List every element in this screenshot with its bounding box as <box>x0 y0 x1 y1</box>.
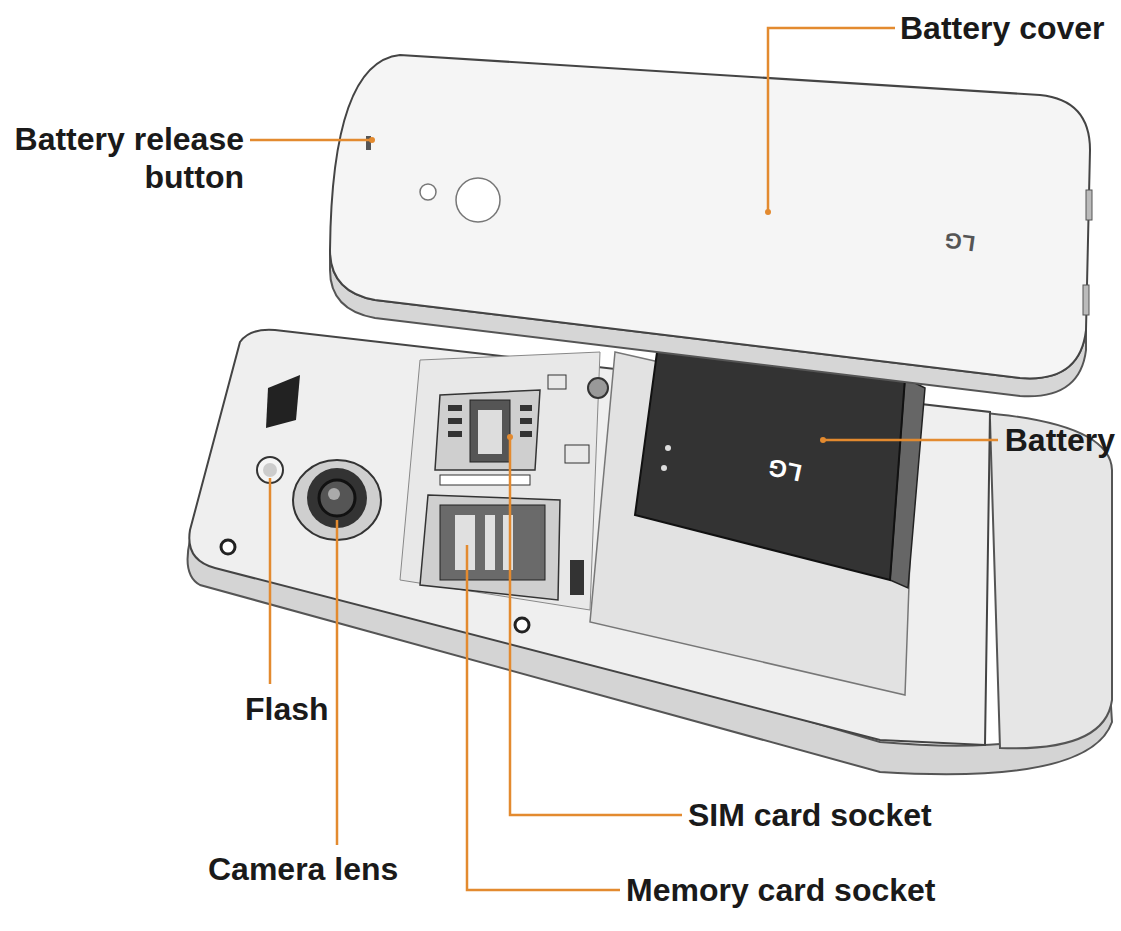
logo-text: LG <box>753 449 818 490</box>
part-label: Battery release button <box>4 120 244 197</box>
leader-lines <box>250 28 998 890</box>
leader-line <box>467 545 620 890</box>
leader-line <box>269 478 272 684</box>
part-label: Memory card socket <box>626 871 956 909</box>
screw <box>515 618 529 632</box>
plate <box>400 352 600 610</box>
part-label: SIM card socket <box>688 796 958 834</box>
logo-text: LG <box>928 224 991 258</box>
screw <box>221 540 235 554</box>
battery-cover <box>330 55 1092 396</box>
leader-line <box>823 439 998 442</box>
leader-line <box>768 28 895 212</box>
part-label: Flash <box>245 690 365 728</box>
leader-line <box>250 139 372 142</box>
leader-line <box>336 520 339 845</box>
part-label: Battery cover <box>900 9 1115 47</box>
sim-socket <box>435 375 608 485</box>
part-label: Camera lens <box>208 850 428 888</box>
leader-dots <box>369 137 826 443</box>
memory-socket <box>420 495 584 600</box>
leader-line <box>510 437 682 815</box>
body-back <box>189 330 990 745</box>
part-label: Battery <box>1000 421 1115 459</box>
notch <box>266 375 300 428</box>
